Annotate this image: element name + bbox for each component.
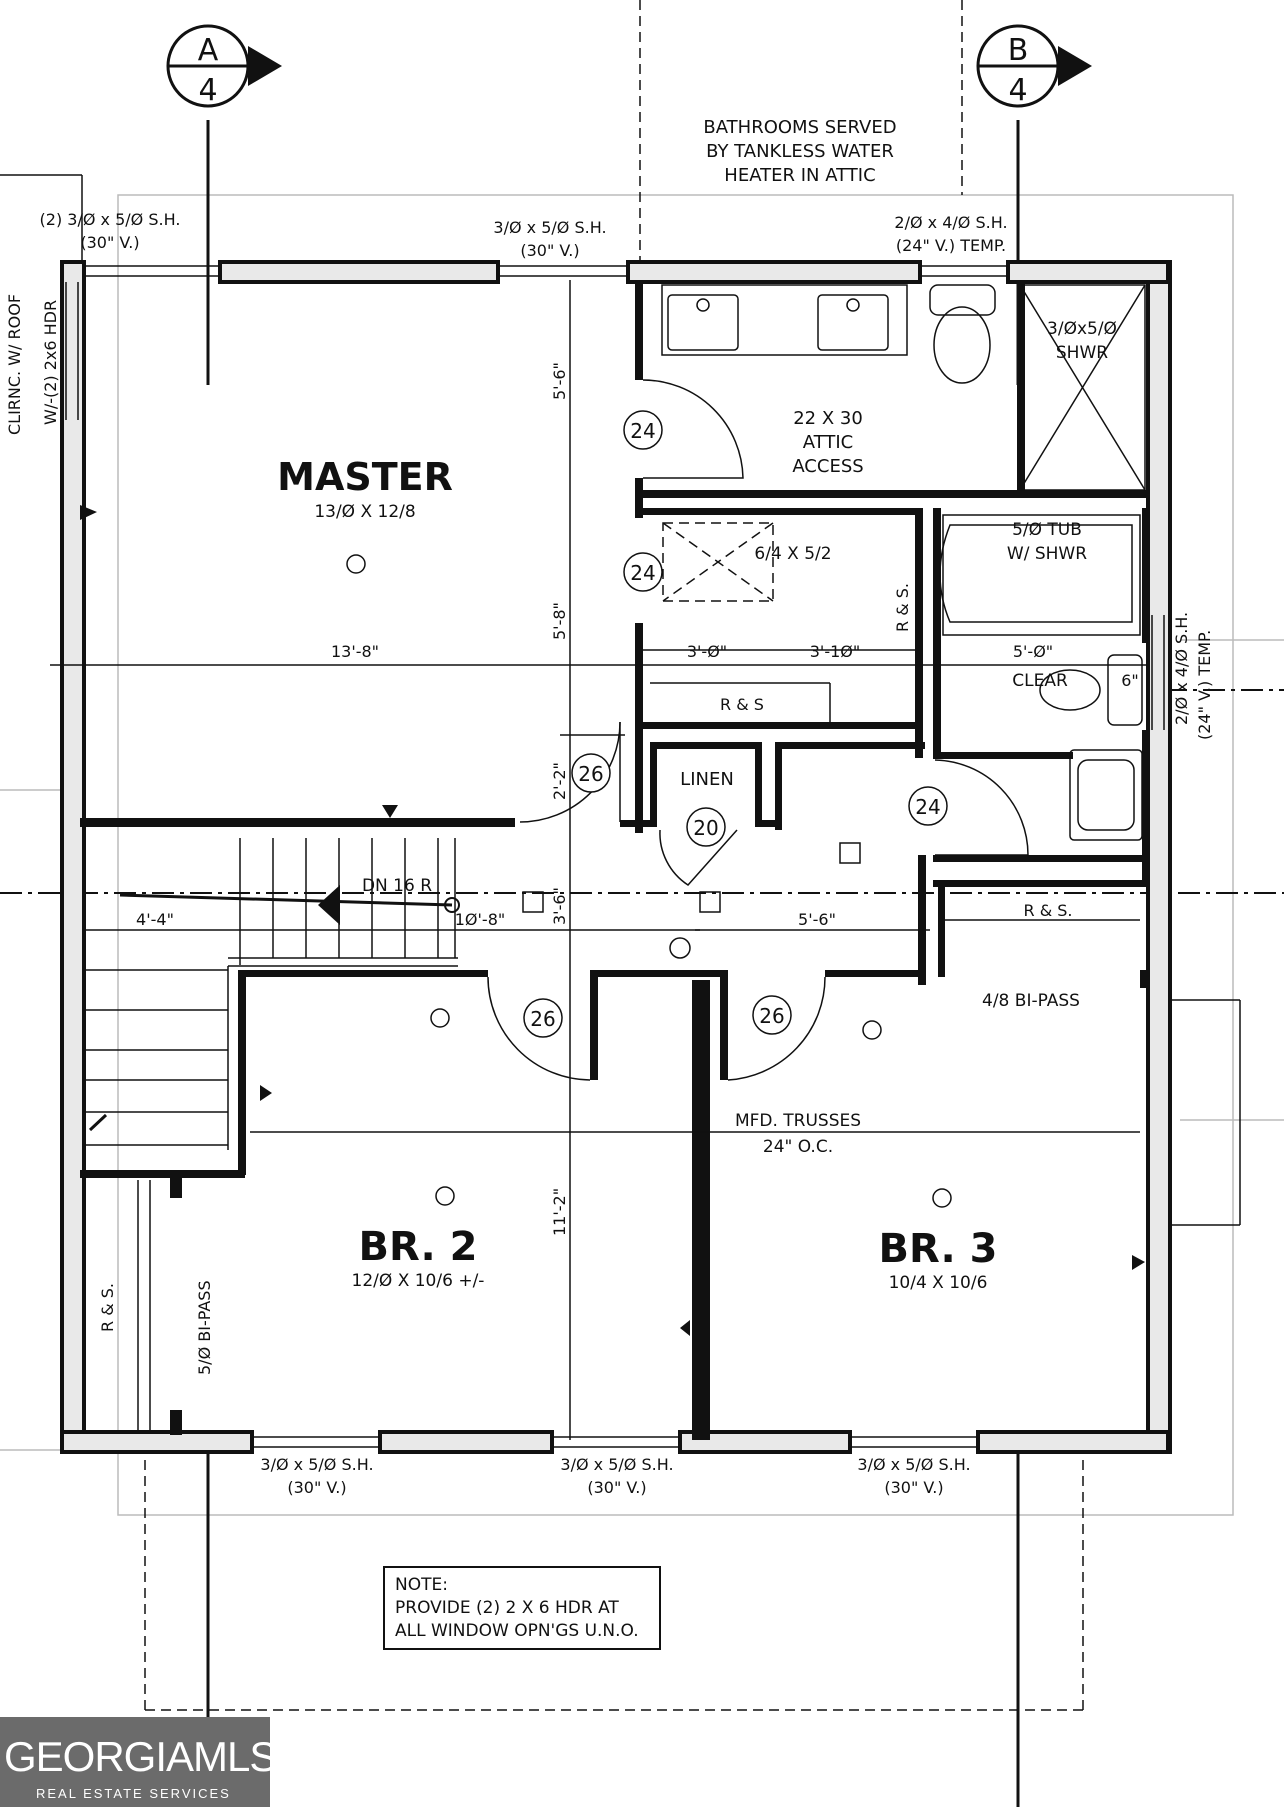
window-label: 3/Ø x 5/Ø S.H. [857,1455,970,1474]
tub-size: 5/Ø TUB [1012,520,1082,540]
note-box: NOTE: PROVIDE (2) 2 X 6 HDR AT ALL WINDO… [383,1566,661,1650]
rs-label: R & S. [1023,901,1072,920]
door-tags: 24 24 26 20 24 26 26 [523,410,948,1038]
misc-labels: CLEAR R & S. R & S R & S. R & S. 4/8 BI-… [98,583,1080,1375]
logo-main: GEORGIAMLS [4,1733,277,1780]
dimension: 4'-4" [136,910,174,929]
note-attic-access: 22 X 30 ATTIC ACCESS [792,408,863,477]
dimension: 1Ø'-8" [455,910,505,929]
shower-label: SHWR [1056,343,1108,363]
side-hdr-note: W/-(2) 2x6 HDR [41,300,60,425]
stairs [84,838,460,1150]
grid-letter-a: A [198,33,219,68]
note-line: NOTE: [395,1575,448,1595]
grid-letter-b: B [1008,33,1029,68]
side-note: CLIRNC. W/ ROOF [5,294,24,435]
dimension-labels: 5'-6" 5'-8" 13'-8" 3'-Ø" 3'-1Ø" 5'-Ø" 6"… [136,362,1139,1236]
shower-size: 3/Øx5/Ø [1047,319,1117,339]
door-tag-26a: 26 [578,762,603,786]
door-tag-24c: 24 [915,795,940,819]
room-name-master: MASTER [277,455,453,499]
dimension: 3'-Ø" [687,642,727,661]
window-label: (30" V.) [884,1478,943,1497]
door-tag-24a: 24 [630,419,655,443]
dimension: 5'-6" [550,362,569,400]
grid-sheet-a: 4 [198,73,217,108]
dimension: 3'-6" [550,887,569,925]
windows [65,265,1165,1448]
electrical-symbols [80,505,1145,1336]
room-master: MASTER 13/Ø X 12/8 [277,455,453,522]
context-lines [0,0,1284,1711]
rs-label: R & S. [98,1283,117,1332]
bipass-label: 5/Ø BI-PASS [195,1280,214,1375]
dimension: 13'-8" [331,642,379,661]
closet-size: 6/4 X 5/2 [754,544,831,564]
note-line: ACCESS [792,456,863,477]
window-label: (2) 3/Ø x 5/Ø S.H. [40,210,181,229]
exterior-walls [60,260,1172,1454]
grid-sheet-b: 4 [1008,73,1027,108]
window-label: (30" V.) [520,241,579,260]
fixtures [137,284,1146,1430]
window-label: 2/Ø x 4/Ø S.H. [1172,612,1191,725]
room-name-br2: BR. 2 [359,1224,478,1270]
dimension: 5'-8" [550,602,569,640]
room-br2: BR. 2 12/Ø X 10/6 +/- [352,1224,485,1291]
room-size-br3: 10/4 X 10/6 [889,1273,988,1293]
grid-bubble-b: B 4 [976,24,1092,108]
window-label: (24" V.) TEMP. [1195,630,1214,740]
window-labels: (2) 3/Ø x 5/Ø S.H. (30" V.) 3/Ø x 5/Ø S.… [40,210,1214,1497]
door-tag-20: 20 [693,816,718,840]
window-label: (30" V.) [587,1478,646,1497]
note-line: ATTIC [803,432,853,453]
room-tub: 5/Ø TUB W/ SHWR [1007,520,1087,564]
dimension: 11'-2" [550,1188,569,1236]
window-label: 3/Ø x 5/Ø S.H. [493,218,606,237]
window-label: 3/Ø x 5/Ø S.H. [260,1455,373,1474]
tub-label: W/ SHWR [1007,544,1087,564]
stairs-label: DN 16 R [362,876,432,896]
trusses-spacing: 24" O.C. [763,1137,833,1157]
window-label: (24" V.) TEMP. [896,236,1006,255]
dimension: 5'-Ø" [1013,642,1053,661]
window-label: 3/Ø x 5/Ø S.H. [560,1455,673,1474]
note-line: BY TANKLESS WATER [706,141,894,162]
dimension: 3'-1Ø" [810,642,860,661]
bipass-label: 4/8 BI-PASS [982,991,1080,1011]
note-line: HEATER IN ATTIC [724,165,875,186]
logo-sub: REAL ESTATE SERVICES [36,1786,231,1801]
note-tankless: BATHROOMS SERVED BY TANKLESS WATER HEATE… [703,117,896,186]
dimension-lines [50,280,1148,1440]
dimension: 6" [1121,671,1139,690]
room-name-br3: BR. 3 [879,1226,998,1272]
door-tag-24b: 24 [630,561,655,585]
grid-bubble-a: A 4 [166,24,282,108]
room-size-master: 13/Ø X 12/8 [314,502,415,522]
clear-label: CLEAR [1012,671,1068,691]
door-tag-26c: 26 [759,1004,784,1028]
dimension: 5'-6" [798,910,836,929]
door-swings [487,379,1029,1081]
room-shower: 3/Øx5/Ø SHWR [1047,319,1117,363]
dimension: 2'-2" [550,762,569,800]
window-label: 2/Ø x 4/Ø S.H. [894,213,1007,232]
note-line: BATHROOMS SERVED [703,117,896,138]
trusses-label: MFD. TRUSSES [735,1111,861,1131]
interior-walls [80,280,1150,1440]
note-line: PROVIDE (2) 2 X 6 HDR AT [395,1598,619,1618]
room-size-br2: 12/Ø X 10/6 +/- [352,1271,485,1291]
rs-label: R & S [720,695,764,714]
rs-label: R & S. [893,583,912,632]
room-linen: LINEN [680,769,734,790]
window-label: (30" V.) [80,233,139,252]
note-line: 22 X 30 [793,408,863,429]
note-line: ALL WINDOW OPN'GS U.N.O. [395,1621,639,1641]
door-tag-26b: 26 [530,1007,555,1031]
window-label: (30" V.) [287,1478,346,1497]
watermark-logo: GEORGIAMLS REAL ESTATE SERVICES [0,1717,277,1807]
room-br3: BR. 3 10/4 X 10/6 [879,1226,998,1293]
